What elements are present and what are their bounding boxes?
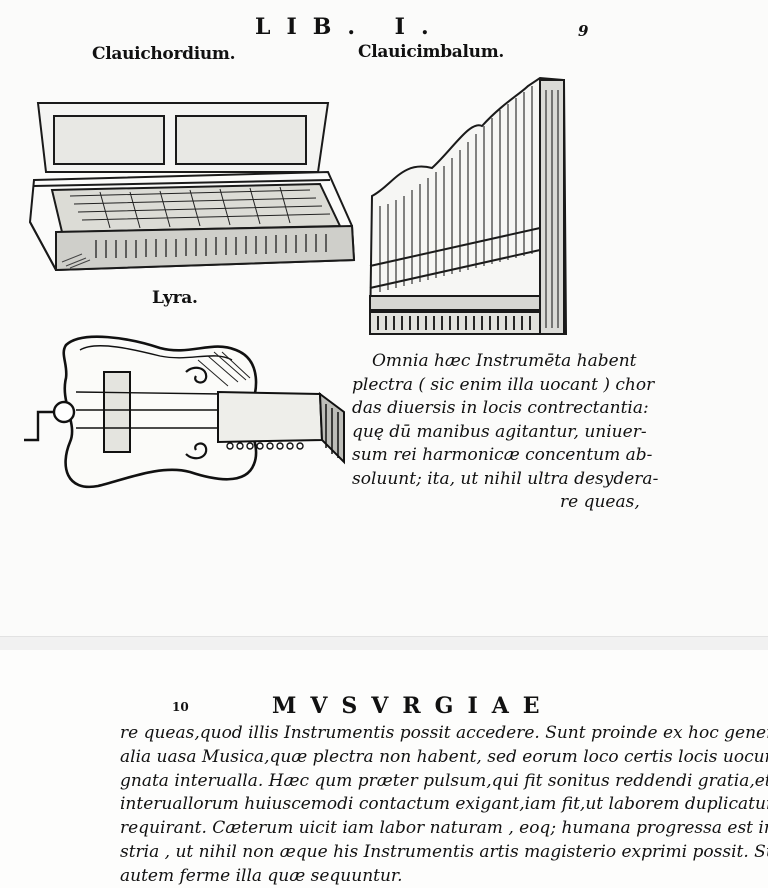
lyra-woodcut: [24, 335, 345, 489]
page-number-bottom: 10: [172, 700, 189, 714]
clavichord-woodcut: [28, 102, 356, 272]
body-line: interuallorum huiuscemodi contactum exig…: [120, 794, 768, 815]
clavichord-label: Clauichordium.: [92, 44, 236, 64]
scanned-page-bottom: [0, 650, 768, 888]
body-text: re queas,quod illis Instrumentis possit …: [120, 722, 768, 889]
caption-line: plectra ( sic enim illa uocant ) chor: [352, 374, 655, 395]
caption-line: Omnia hæc Instrumēta habent: [372, 351, 637, 371]
body-line: gnata interualla. Hæc qum præter pulsum,…: [120, 770, 768, 791]
lyra-label: Lyra.: [152, 288, 198, 308]
running-header: LIB. I.: [255, 14, 445, 40]
caption-line: das diuersis in locis contrectantia:: [352, 398, 649, 418]
running-header-bottom: MVSVRGIAE: [272, 693, 554, 719]
figure-caption: Omnia hæc Instrumēta habent plectra ( si…: [352, 350, 659, 515]
caption-line: quę dū manibus agitantur, uniuer-: [352, 421, 647, 442]
clavicymbal-label: Clauicimbalum.: [358, 42, 505, 62]
caption-line: sum rei harmonicæ concentum ab-: [352, 445, 653, 465]
body-line: re queas,quod illis Instrumentis possit …: [120, 723, 768, 743]
page-number: 9: [578, 22, 589, 40]
scanned-page-top: LIB. I. 9 Clauichordium. Clauicimbalum. …: [24, 14, 659, 515]
body-line: autem ferme illa quæ sequuntur.: [120, 865, 403, 886]
body-line: stria , ut nihil non æque his Instrument…: [120, 841, 768, 862]
caption-line: soluunt; ita, ut nihil ultra desydera-: [352, 468, 659, 489]
body-line: requirant. Cæterum uicit iam labor natur…: [120, 818, 768, 839]
caption-line: re queas,: [560, 492, 640, 512]
body-line: alia uasa Musica,quæ plectra non habent,…: [120, 746, 768, 767]
clavicymbal-woodcut: [368, 76, 568, 335]
